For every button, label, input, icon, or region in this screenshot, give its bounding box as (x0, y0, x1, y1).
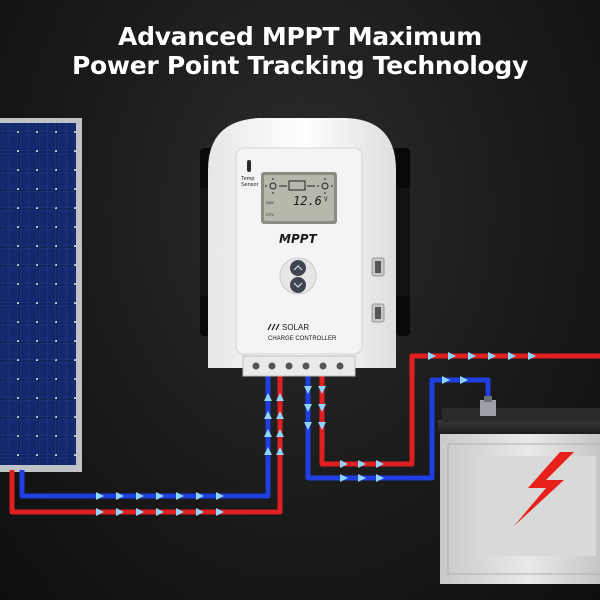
down-button[interactable] (290, 277, 306, 293)
temp-sensor-label: Temp (241, 176, 254, 182)
solar-panel (0, 118, 82, 472)
headline-line-2: Power Point Tracking Technology (72, 51, 528, 80)
temp-sensor-label-2: Sensor (241, 182, 259, 188)
solar-label: SOLAR (282, 323, 309, 332)
headline: Advanced MPPT Maximum Power Point Tracki… (0, 22, 600, 80)
charge-controller (200, 118, 410, 377)
lcd-unit: V (324, 196, 328, 203)
flow-arrows (96, 352, 536, 516)
lcd-label-ctv: CTV (266, 212, 274, 217)
lcd-voltage: 12.6 (293, 194, 322, 208)
terminal-block (242, 355, 356, 377)
temp-sensor-port (247, 160, 251, 172)
lcd-label-day: DAY (266, 200, 274, 205)
product-label: CHARGE CONTROLLER (268, 336, 337, 342)
battery-terminal (480, 400, 496, 416)
sun-icon (265, 178, 281, 194)
battery-icon (288, 180, 306, 191)
headline-line-1: Advanced MPPT Maximum (118, 22, 482, 51)
battery (438, 396, 600, 584)
up-button[interactable] (290, 260, 306, 276)
brand-label: MPPT (279, 232, 318, 246)
load-sun-icon (317, 178, 333, 194)
